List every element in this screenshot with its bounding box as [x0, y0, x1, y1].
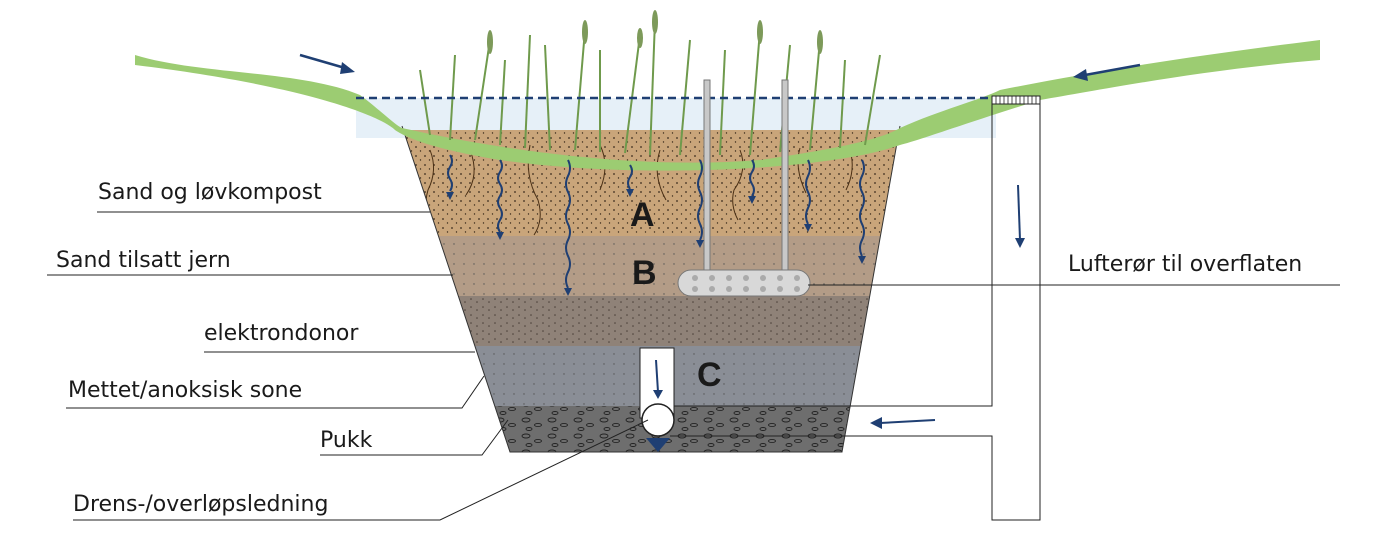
infiltration-arrowheads: [446, 189, 866, 296]
overflow-riser: [660, 95, 1041, 521]
basin-outline: [401, 125, 901, 453]
runoff-arrows: [299, 53, 1141, 81]
plants: [419, 19, 881, 156]
label-sand-iron: Sand tilsatt jern: [56, 248, 231, 273]
zone-b-label: B: [632, 254, 657, 292]
label-vent-pipe: Lufterør til overflaten: [1068, 252, 1303, 277]
label-electron-donor: elektrondonor: [204, 321, 359, 346]
label-sand-compost: Sand og løvkompost: [98, 180, 322, 205]
label-drain-pipe: Drens-/overløpsledning: [73, 492, 329, 517]
infiltration-arrows: [447, 154, 865, 289]
drain-pipe: [639, 347, 675, 452]
vent-pipes: [677, 79, 811, 297]
label-saturated-zone: Mettet/anoksisk sone: [68, 378, 303, 403]
aeration-pipe: [677, 269, 811, 297]
zone-c-label: C: [697, 356, 722, 394]
label-gravel: Pukk: [320, 428, 373, 453]
grass-surface: [135, 40, 1320, 171]
zone-a-label: A: [630, 196, 655, 234]
plant-seedheads: [487, 10, 823, 54]
leader-lines: [47, 211, 1340, 521]
